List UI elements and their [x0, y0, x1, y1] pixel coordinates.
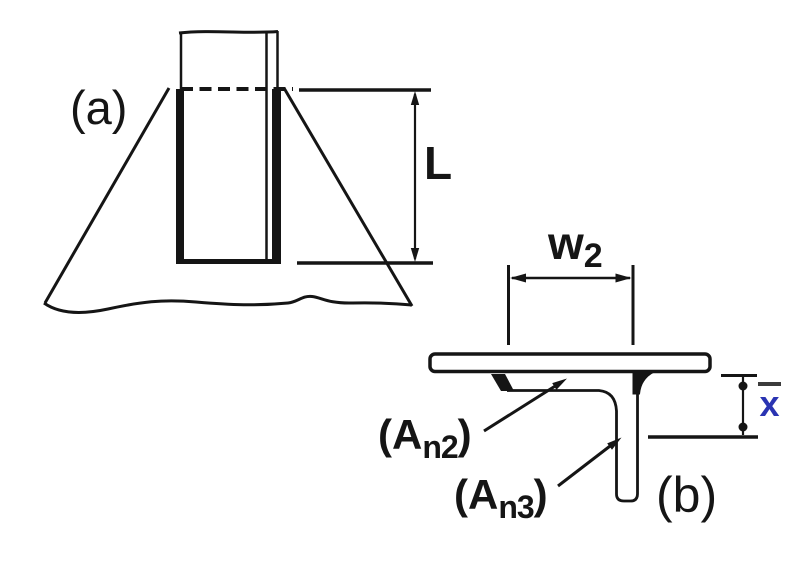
tee-flange [428, 352, 712, 374]
dim-w2-arrow-right [615, 273, 632, 283]
an2-subscript: n2 [422, 429, 458, 465]
gusset-break-wavy-line [43, 294, 413, 314]
flange-underside-weld-step [491, 374, 514, 391]
leader-an3 [557, 441, 615, 488]
stem-net-area-label: (An3) [454, 471, 548, 524]
gusset-left-diagonal [43, 87, 171, 304]
dim-xbar-dot-top [738, 381, 748, 391]
centroid-distance-label: x [756, 382, 783, 424]
figure-a-gusset-weld [43, 30, 433, 314]
figure-b-label: (b) [656, 467, 718, 523]
flange-width-symbol: w [548, 217, 584, 269]
xbar-overline [758, 382, 781, 386]
dim-xbar-dot-bottom [738, 422, 748, 432]
an3-subscript: n3 [498, 489, 534, 525]
an3-close: ) [533, 471, 548, 518]
leader-an2 [483, 381, 561, 433]
dim-L-arrow-up [410, 91, 420, 105]
leader-an2-arrowhead [552, 378, 567, 390]
figure-b-tee-section [428, 265, 758, 503]
dim-w2-arrow-left [510, 273, 526, 283]
dim-L-arrow-down [410, 248, 420, 262]
member-top-edge [178, 30, 279, 35]
leader-an3-arrowhead [607, 437, 622, 450]
flange-net-area-label: (An2) [378, 411, 472, 464]
tee-stem-and-fillet [507, 373, 639, 503]
weld-length-label: L [424, 137, 453, 189]
an2-close: ) [457, 411, 472, 458]
an3-open: (A [454, 471, 499, 518]
stem-right-fillet [632, 371, 656, 395]
flange-width-label: w2 [548, 217, 603, 273]
flange-width-subscript: 2 [583, 237, 603, 275]
figure-a-label: (a) [70, 81, 128, 134]
xbar-symbol: x [759, 383, 780, 424]
an2-open: (A [378, 411, 423, 458]
gusset-right-diagonal [282, 87, 414, 307]
